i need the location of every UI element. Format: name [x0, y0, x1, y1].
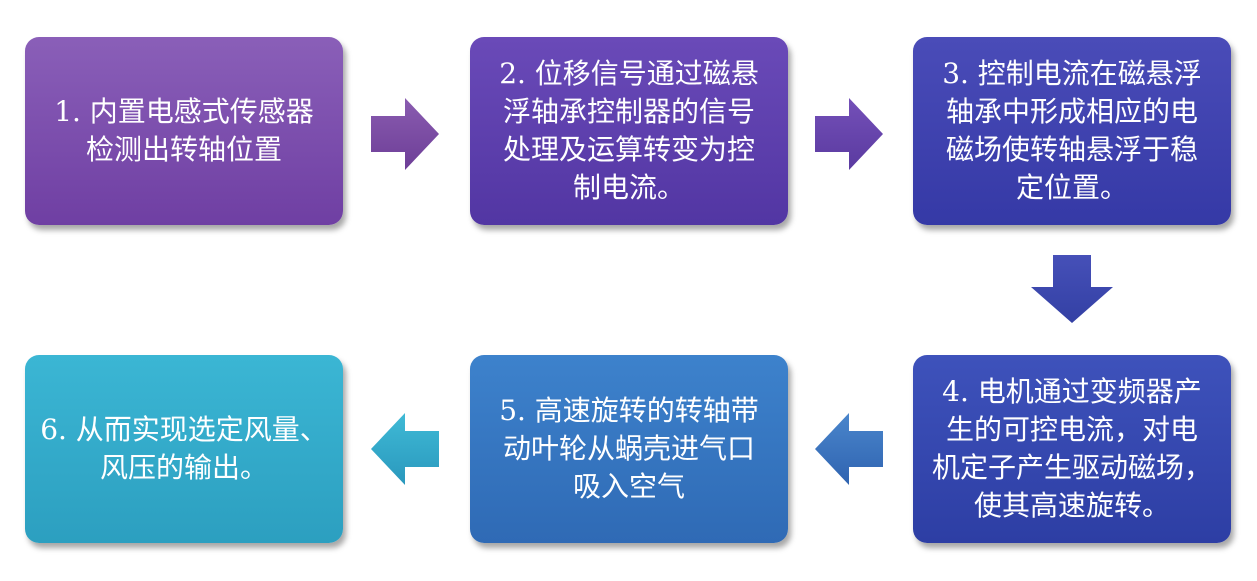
arrow-down-3-to-4 — [1031, 255, 1113, 323]
step-2-box: 2. 位移信号通过磁悬 浮轴承控制器的信号 处理及运算转变为控 制电流。 — [470, 37, 788, 225]
step-4-box: 4. 电机通过变频器产 生的可控电流，对电 机定子产生驱动磁场， 使其高速旋转。 — [913, 355, 1231, 543]
arrow-left-4-to-5 — [815, 413, 883, 485]
arrow-right-1-to-2 — [371, 98, 439, 170]
arrow-left-5-to-6 — [371, 413, 439, 485]
step-6-box: 6. 从而实现选定风量、 风压的输出。 — [25, 355, 343, 543]
step-3-box: 3. 控制电流在磁悬浮 轴承中形成相应的电 磁场使转轴悬浮于稳 定位置。 — [913, 37, 1231, 225]
step-2-text: 2. 位移信号通过磁悬 浮轴承控制器的信号 处理及运算转变为控 制电流。 — [499, 57, 759, 204]
step-1-text: 1. 内置电感式传感器 检测出转轴位置 — [54, 95, 314, 166]
step-4-text: 4. 电机通过变频器产 生的可控电流，对电 机定子产生驱动磁场， 使其高速旋转。 — [931, 375, 1212, 522]
step-6-text: 6. 从而实现选定风量、 风压的输出。 — [40, 413, 328, 484]
step-5-text: 5. 高速旋转的转轴带 动叶轮从蜗壳进气口 吸入空气 — [499, 394, 759, 503]
arrow-right-2-to-3 — [815, 98, 883, 170]
step-1-box: 1. 内置电感式传感器 检测出转轴位置 — [25, 37, 343, 225]
step-5-box: 5. 高速旋转的转轴带 动叶轮从蜗壳进气口 吸入空气 — [470, 355, 788, 543]
step-3-text: 3. 控制电流在磁悬浮 轴承中形成相应的电 磁场使转轴悬浮于稳 定位置。 — [942, 57, 1202, 204]
